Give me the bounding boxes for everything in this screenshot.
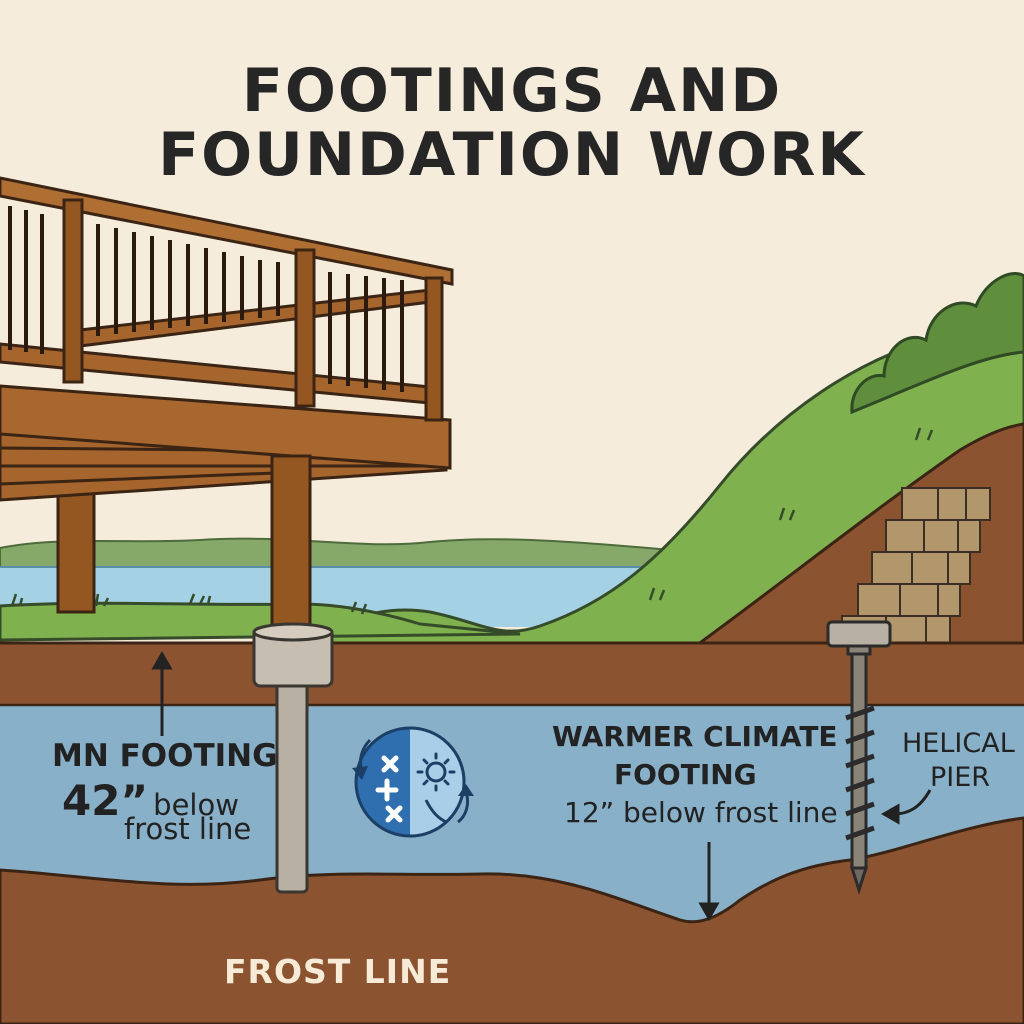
mn-footing-depth-unit: below: [153, 788, 239, 822]
railing-balusters: [8, 206, 404, 392]
title-line-1: FOOTINGS AND: [241, 56, 783, 126]
distant-hills: [0, 537, 671, 576]
deck-beam: [0, 384, 452, 470]
concrete-pier: [275, 678, 309, 894]
deck-railing: [0, 176, 454, 422]
helical-pier-label: HELICAL: [902, 728, 1015, 759]
warmer-footing-arrow: [698, 842, 720, 922]
helical-pier-arrow: [880, 789, 932, 825]
mn-footing-arrow: [151, 650, 173, 736]
mn-footing-frost-line: frost line: [124, 812, 252, 846]
helical-pier-shaft: [826, 620, 892, 895]
mn-footing-depth-value: 42”: [62, 776, 149, 825]
grass-tufts: [10, 427, 934, 615]
mn-footing-label: MN FOOTING: [52, 738, 278, 774]
bushes: [850, 272, 1024, 415]
frost-line-label: FROST LINE: [224, 952, 452, 991]
frost-zone: [0, 705, 1024, 922]
freeze-thaw-icon: [352, 726, 474, 838]
warmer-footing-depth: 12” below frost line: [564, 796, 838, 829]
title-line-2: FOUNDATION WORK: [158, 120, 866, 190]
deck-back-post: [56, 484, 96, 614]
mn-footing-depth: 42” below: [62, 776, 239, 825]
warmer-footing-label-2: FOOTING: [614, 758, 757, 791]
helical-pier-label-2: PIER: [930, 762, 991, 793]
warmer-footing-label: WARMER CLIMATE: [552, 720, 838, 753]
deck-front-post: [270, 454, 312, 634]
deep-soil: [0, 816, 1024, 1024]
